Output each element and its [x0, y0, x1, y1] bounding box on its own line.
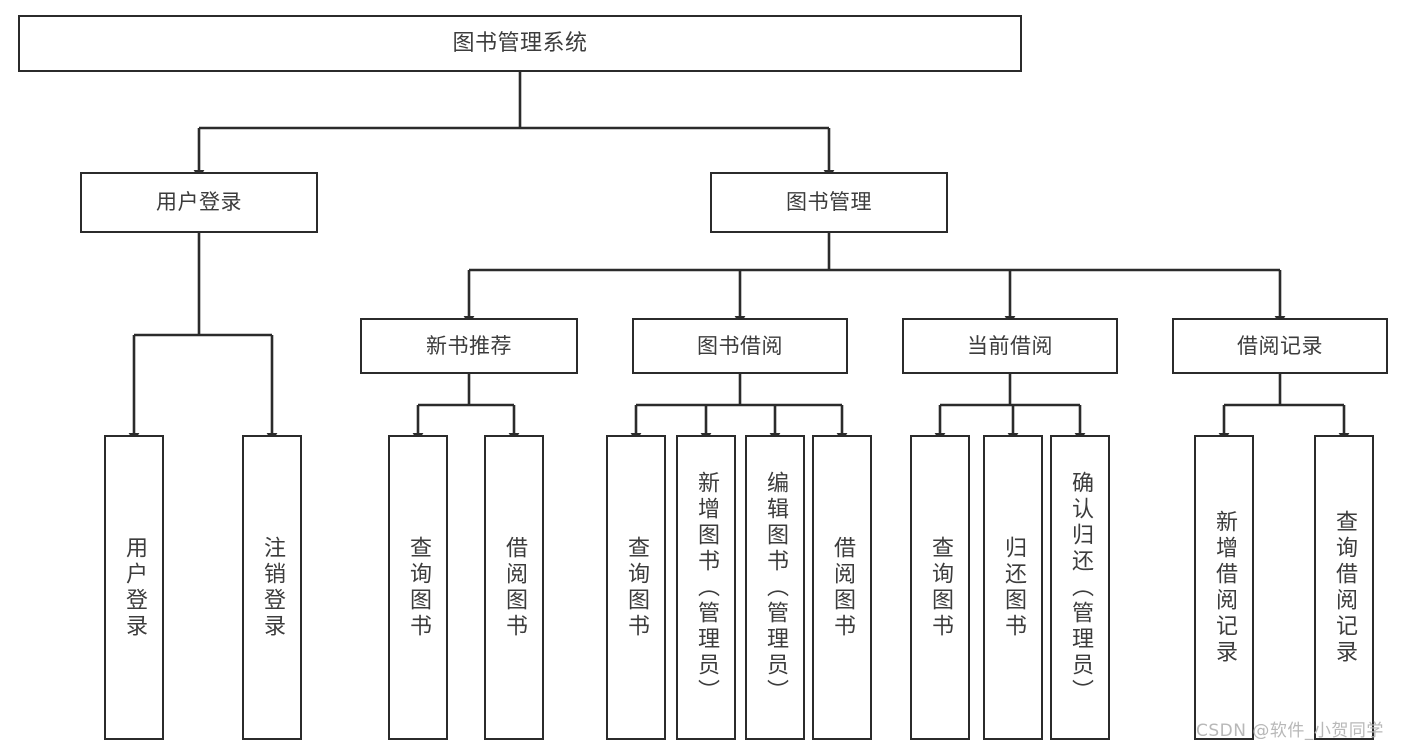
node-book-manage[interactable]: 图书管理 [710, 172, 948, 233]
node-leaf-borrow-book-2[interactable]: 借阅图书 [812, 435, 872, 740]
node-leaf-add-book[interactable]: 新增图书（管理员） [676, 435, 736, 740]
node-label: 归还图书 [1001, 535, 1026, 640]
node-label: 借阅图书 [830, 535, 855, 640]
node-leaf-return-book[interactable]: 归还图书 [983, 435, 1043, 740]
node-borrow-record[interactable]: 借阅记录 [1172, 318, 1388, 374]
node-label: 借阅记录 [1237, 333, 1323, 358]
node-leaf-borrow-book-1[interactable]: 借阅图书 [484, 435, 544, 740]
node-label: 确认归还（管理员） [1068, 470, 1093, 705]
node-leaf-query-record[interactable]: 查询借阅记录 [1314, 435, 1374, 740]
node-label: 当前借阅 [967, 333, 1053, 358]
node-label: 图书管理 [786, 190, 872, 215]
node-label: 图书管理系统 [452, 30, 588, 56]
edges-group [128, 72, 1350, 442]
node-label: 新增图书（管理员） [694, 470, 719, 705]
node-root[interactable]: 图书管理系统 [18, 15, 1022, 72]
node-label: 查询图书 [624, 535, 649, 640]
node-leaf-query-book-2[interactable]: 查询图书 [606, 435, 666, 740]
node-book-borrow[interactable]: 图书借阅 [632, 318, 848, 374]
node-leaf-confirm-return[interactable]: 确认归还（管理员） [1050, 435, 1110, 740]
node-new-book-rec[interactable]: 新书推荐 [360, 318, 578, 374]
node-leaf-query-book-1[interactable]: 查询图书 [388, 435, 448, 740]
node-label: 新增借阅记录 [1212, 509, 1237, 666]
node-current-borrow[interactable]: 当前借阅 [902, 318, 1118, 374]
node-label: 用户登录 [156, 190, 242, 215]
node-leaf-query-book-3[interactable]: 查询图书 [910, 435, 970, 740]
node-label: 查询图书 [928, 535, 953, 640]
node-label: 新书推荐 [426, 333, 512, 358]
node-label: 查询借阅记录 [1332, 509, 1357, 666]
node-label: 查询图书 [406, 535, 431, 640]
node-user-login[interactable]: 用户登录 [80, 172, 318, 233]
node-label: 用户登录 [122, 535, 147, 640]
node-label: 图书借阅 [697, 333, 783, 358]
node-label: 借阅图书 [502, 535, 527, 640]
node-leaf-edit-book[interactable]: 编辑图书（管理员） [745, 435, 805, 740]
node-leaf-user-logout[interactable]: 注销登录 [242, 435, 302, 740]
node-label: 注销登录 [260, 535, 285, 640]
node-label: 编辑图书（管理员） [763, 470, 788, 705]
node-leaf-user-login[interactable]: 用户登录 [104, 435, 164, 740]
node-leaf-add-record[interactable]: 新增借阅记录 [1194, 435, 1254, 740]
